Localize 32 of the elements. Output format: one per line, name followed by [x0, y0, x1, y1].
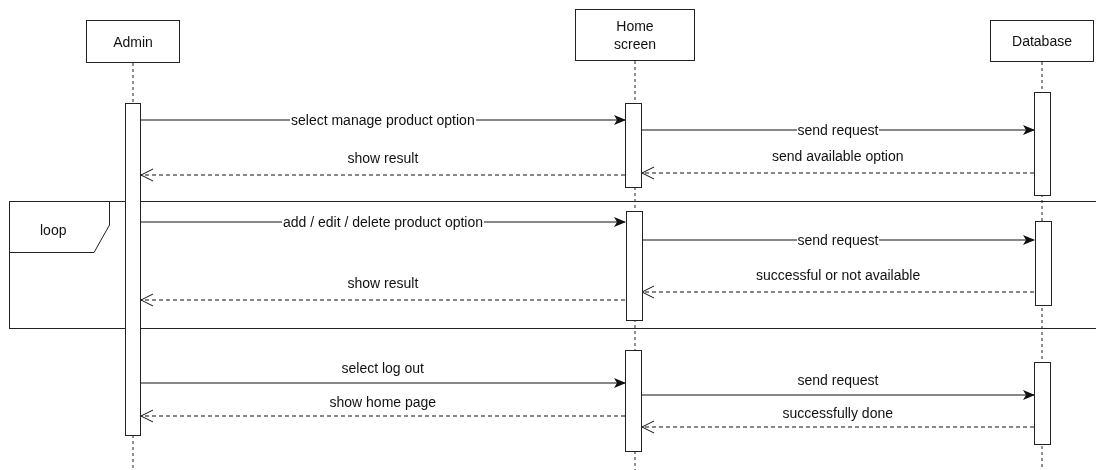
- activation-bar: [625, 103, 642, 188]
- edge-label: successfully done: [781, 405, 894, 421]
- edge-label: send request: [796, 122, 880, 138]
- message-arrow: [140, 378, 626, 388]
- return-arrow: [140, 409, 626, 423]
- return-arrow: [641, 166, 1035, 180]
- edge-label: send request: [796, 232, 880, 248]
- message-arrow: [641, 390, 1035, 400]
- edge-label: add / edit / delete product option: [282, 214, 485, 230]
- edge-label: show home page: [328, 394, 438, 410]
- activation-bar: [1035, 221, 1052, 306]
- return-arrow: [641, 420, 1035, 434]
- activation-bar: [626, 211, 643, 321]
- activation-bar: [1034, 362, 1051, 445]
- edge-label: select log out: [340, 360, 425, 376]
- loop-frame: [9, 201, 1096, 329]
- return-arrow: [641, 285, 1035, 299]
- edge-label: successful or not available: [755, 267, 922, 283]
- activation-bar: [1034, 92, 1051, 196]
- participant-box: Admin: [86, 20, 180, 63]
- return-arrow: [140, 293, 626, 307]
- participant-box: Database: [990, 20, 1094, 62]
- participant-box: Home screen: [575, 9, 695, 61]
- frame-label: loop: [40, 222, 67, 238]
- return-arrow: [140, 168, 626, 182]
- edge-label: show result: [346, 150, 420, 166]
- edge-label: show result: [346, 275, 420, 291]
- activation-bar: [125, 103, 141, 436]
- activation-bar: [625, 350, 642, 452]
- edge-label: send available option: [771, 148, 905, 164]
- edge-label: send request: [796, 372, 880, 388]
- edge-label: select manage product option: [290, 112, 476, 128]
